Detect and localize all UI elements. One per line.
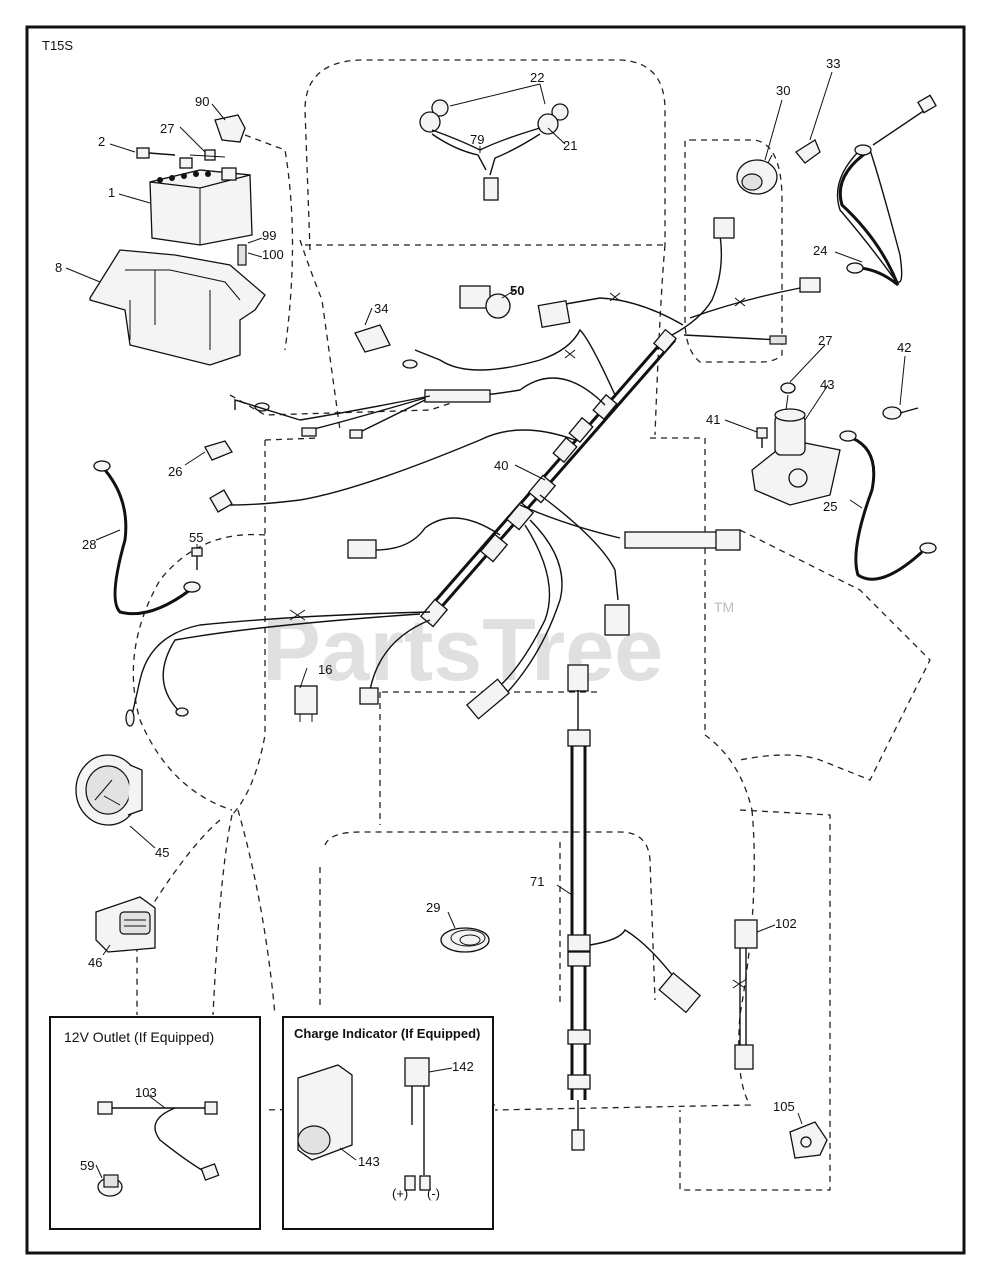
switch-33 [795,139,821,164]
callout-55: 55 [189,530,203,545]
switch-50 [459,285,511,319]
terminal-plus: (+) [392,1186,408,1201]
callout-41: 41 [706,412,720,427]
box-12v-title: 12V Outlet (If Equipped) [64,1029,214,1045]
box-charge-indicator: Charge Indicator (If Equipped) (+) (-) [282,1016,494,1230]
box-12v-outlet: 12V Outlet (If Equipped) [49,1016,261,1230]
callout-28: 28 [82,537,96,552]
callout-21: 21 [563,138,577,153]
callout-2: 2 [98,134,105,149]
headlight-assembly [419,99,569,201]
callout-8: 8 [55,260,62,275]
callout-102: 102 [775,916,797,931]
callout-45: 45 [155,845,169,860]
callout-27: 27 [160,121,174,136]
screw-55 [191,547,203,570]
starter-solenoid [751,382,841,506]
callout-29: 29 [426,900,440,915]
terminal-cover [214,114,246,143]
callout-25: 25 [823,499,837,514]
callout-33: 33 [826,56,840,71]
callout-79: 79 [470,132,484,147]
diagram-frame [25,25,966,1255]
callout-26: 26 [168,464,182,479]
callout-22: 22 [530,70,544,85]
watermark: PartsTree [262,600,663,699]
callout-103: 103 [135,1085,157,1100]
callout-99: 99 [262,228,276,243]
ground-cable-28 [93,460,201,616]
gauge-45 [75,754,143,826]
ignition-switch [736,154,778,195]
connector-105 [789,1121,828,1159]
battery-cable-24 [836,94,937,287]
callout-100: 100 [262,247,284,262]
callout-27b: 27 [818,333,832,348]
callout-34: 34 [374,301,388,316]
battery-nut [189,149,226,161]
callouts: 1 2 8 16 21 22 24 25 26 27 28 29 30 33 3… [55,56,911,1173]
battery-bolt [136,147,176,159]
hour-meter [95,896,156,953]
battery-tray [89,244,266,366]
connector-34 [354,324,391,353]
callout-16: 16 [318,662,332,677]
callout-24: 24 [813,243,827,258]
callout-30: 30 [776,83,790,98]
callout-40: 40 [494,458,508,473]
callout-50: 50 [510,283,524,298]
coil-29 [440,927,490,953]
callout-143: 143 [358,1154,380,1169]
ring-terminal-42 [882,406,919,420]
main-harness [125,217,821,727]
battery [149,157,253,246]
relay-16 [294,685,318,722]
callout-46: 46 [88,955,102,970]
solenoid-bolt [756,427,768,448]
switch-102 [732,919,758,1070]
callout-42: 42 [897,340,911,355]
callout-142: 142 [452,1059,474,1074]
harness-71 [567,664,702,1151]
model-code: T15S [42,38,73,53]
callout-90: 90 [195,94,209,109]
watermark-tm: TM [714,599,734,615]
fuse-holder [204,440,233,461]
callout-71: 71 [530,874,544,889]
leader-lines [65,71,906,1179]
callout-1: 1 [108,185,115,200]
box-charge-title: Charge Indicator (If Equipped) [294,1026,480,1041]
callout-105: 105 [773,1099,795,1114]
callout-43: 43 [820,377,834,392]
cable-25 [839,430,937,581]
callout-59: 59 [80,1158,94,1173]
terminal-minus: (-) [427,1186,440,1201]
